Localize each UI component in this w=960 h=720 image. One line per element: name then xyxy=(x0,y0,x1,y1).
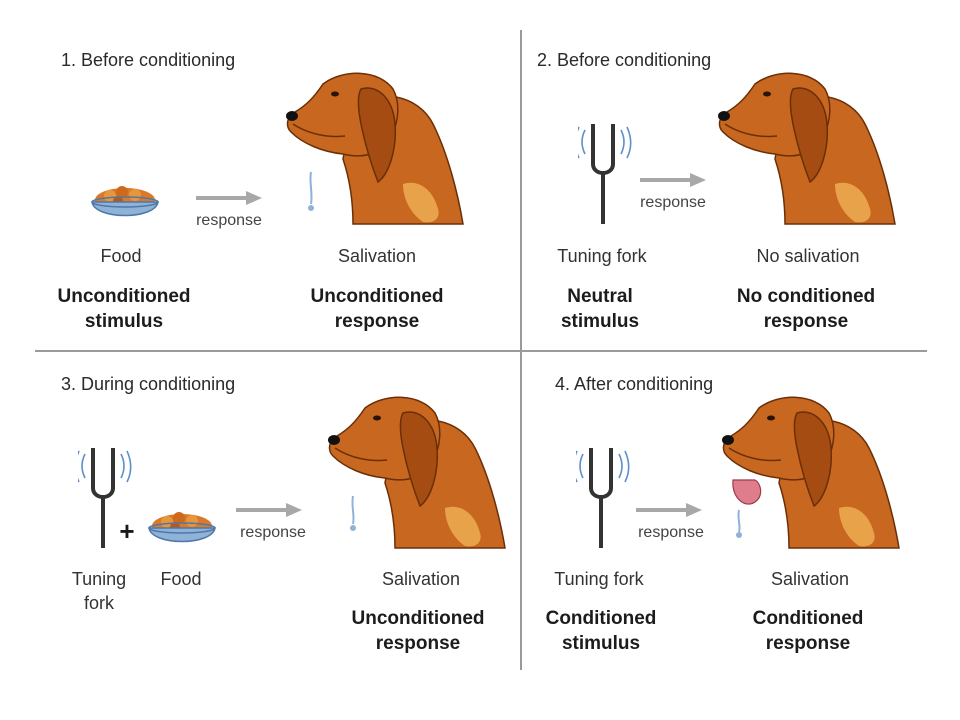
panel-4-response-label: response xyxy=(638,524,704,541)
panel-2-stimulus-caption: Tuning fork xyxy=(557,246,647,266)
panel-3-response-label: response xyxy=(240,524,306,541)
tuning-fork-icon xyxy=(578,124,633,226)
panel-1-stimulus-term: Unconditioned stimulus xyxy=(57,286,191,332)
panel-3-title: 3. During conditioning xyxy=(61,374,236,394)
panel-1-result-caption: Salivation xyxy=(337,246,417,266)
dog-salivating-icon xyxy=(285,72,464,225)
panel-4-result-caption: Salivation xyxy=(770,569,850,589)
panel-4-stimulus-term: Conditioned stimulus xyxy=(545,608,657,654)
panel-4-arrow xyxy=(636,502,704,519)
panel-1-result-term: Unconditioned response xyxy=(310,286,444,332)
dog-icon xyxy=(717,72,896,225)
panel-2-arrow xyxy=(640,172,708,189)
panel-3-stimulus-caption: Tuning fork xyxy=(71,569,127,613)
food-bowl-icon xyxy=(148,511,216,543)
food-bowl-icon xyxy=(91,185,159,217)
panel-2-result-caption: No salivation xyxy=(756,246,860,266)
panel-1-response-label: response xyxy=(196,212,262,229)
panel-3-arrow xyxy=(236,502,304,519)
panel-1-arrow xyxy=(196,190,264,207)
panel-4-stimulus-caption: Tuning fork xyxy=(554,569,644,589)
panel-1-title: 1. Before conditioning xyxy=(61,50,236,70)
dog-salivating-icon xyxy=(327,396,506,549)
panel-2-title: 2. Before conditioning xyxy=(537,50,712,70)
panel-4-title: 4. After conditioning xyxy=(555,374,714,394)
tuning-fork-icon xyxy=(576,448,631,550)
panel-1-stimulus-caption: Food xyxy=(100,246,142,266)
panel-3-food-caption: Food xyxy=(160,569,202,589)
panel-4-result-term: Conditioned response xyxy=(752,608,864,654)
horizontal-divider xyxy=(35,350,927,352)
panel-2-result-term: No conditioned response xyxy=(736,286,876,332)
panel-3-result-caption: Salivation xyxy=(381,569,461,589)
panel-2-stimulus-term: Neutral stimulus xyxy=(560,286,640,332)
dog-panting-icon xyxy=(721,396,900,549)
panel-3-result-term: Unconditioned response xyxy=(351,608,485,654)
panel-2-response-label: response xyxy=(640,194,706,211)
plus-sign: + xyxy=(119,516,135,546)
